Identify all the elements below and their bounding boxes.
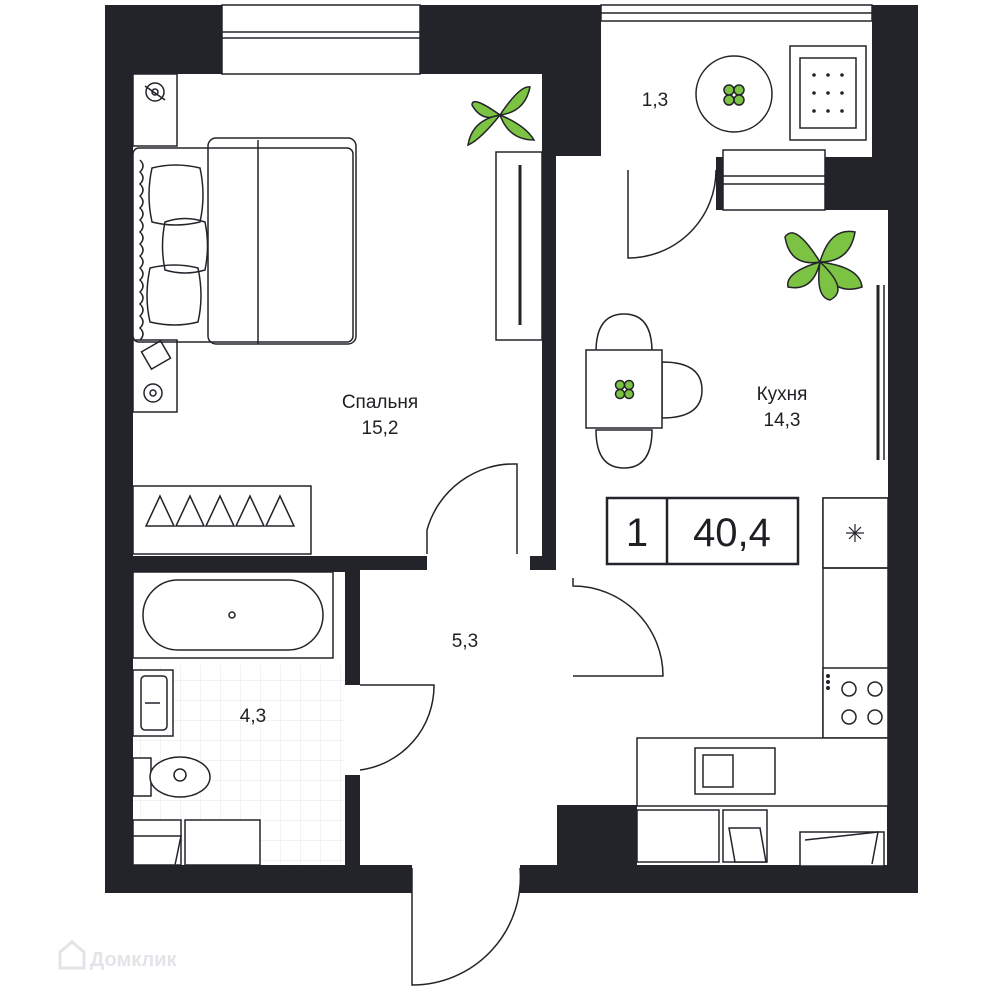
bedroom-name: Спальня [342, 392, 418, 413]
chair [595, 313, 653, 353]
bathroom-door [359, 684, 435, 771]
entrance-door [411, 867, 522, 986]
balcony-area: 1,3 [642, 90, 668, 111]
bedroom-window [222, 5, 420, 74]
watermark-text: Домклик [90, 949, 177, 971]
nightstand-top [132, 73, 178, 147]
bedroom-door [426, 463, 518, 554]
summary-badge: 1 40,4 [605, 496, 800, 566]
snowflake-icon [846, 524, 864, 542]
dining-table [585, 349, 663, 429]
bedroom-furniture [132, 73, 543, 555]
kitchen-furniture [585, 313, 889, 807]
kitchen-area: 14,3 [764, 410, 801, 431]
watermark: Домклик [58, 940, 177, 971]
total-area: 40,4 [693, 511, 771, 555]
hall-area: 5,3 [452, 631, 478, 652]
storage [636, 809, 885, 867]
balcony-furniture [695, 45, 867, 141]
toilet [132, 757, 152, 797]
bedroom-floor [133, 74, 542, 556]
house-icon [58, 940, 86, 970]
nightstand-bottom [132, 339, 178, 413]
stove [822, 667, 889, 739]
balcony-table [695, 55, 773, 133]
doors [359, 169, 717, 986]
windows [221, 4, 885, 460]
hall-floor [360, 570, 557, 865]
kitchen-door [572, 578, 664, 677]
pillow [148, 164, 204, 226]
balcony-door [627, 169, 717, 259]
rooms-count: 1 [626, 511, 648, 555]
plant-kitchen-icon [784, 230, 863, 301]
pillow [146, 264, 202, 326]
chair [595, 429, 653, 469]
kitchen-name: Кухня [757, 384, 808, 405]
clothes-rail [132, 485, 312, 555]
stove-knobs [826, 674, 830, 690]
bathroom-fixtures [132, 571, 334, 866]
bedroom-area: 15,2 [362, 418, 399, 439]
plant-bedroom-icon [467, 86, 536, 147]
wardrobe [495, 151, 543, 341]
chair [661, 361, 703, 419]
bed [132, 147, 354, 343]
bathroom-area: 4,3 [240, 706, 266, 727]
